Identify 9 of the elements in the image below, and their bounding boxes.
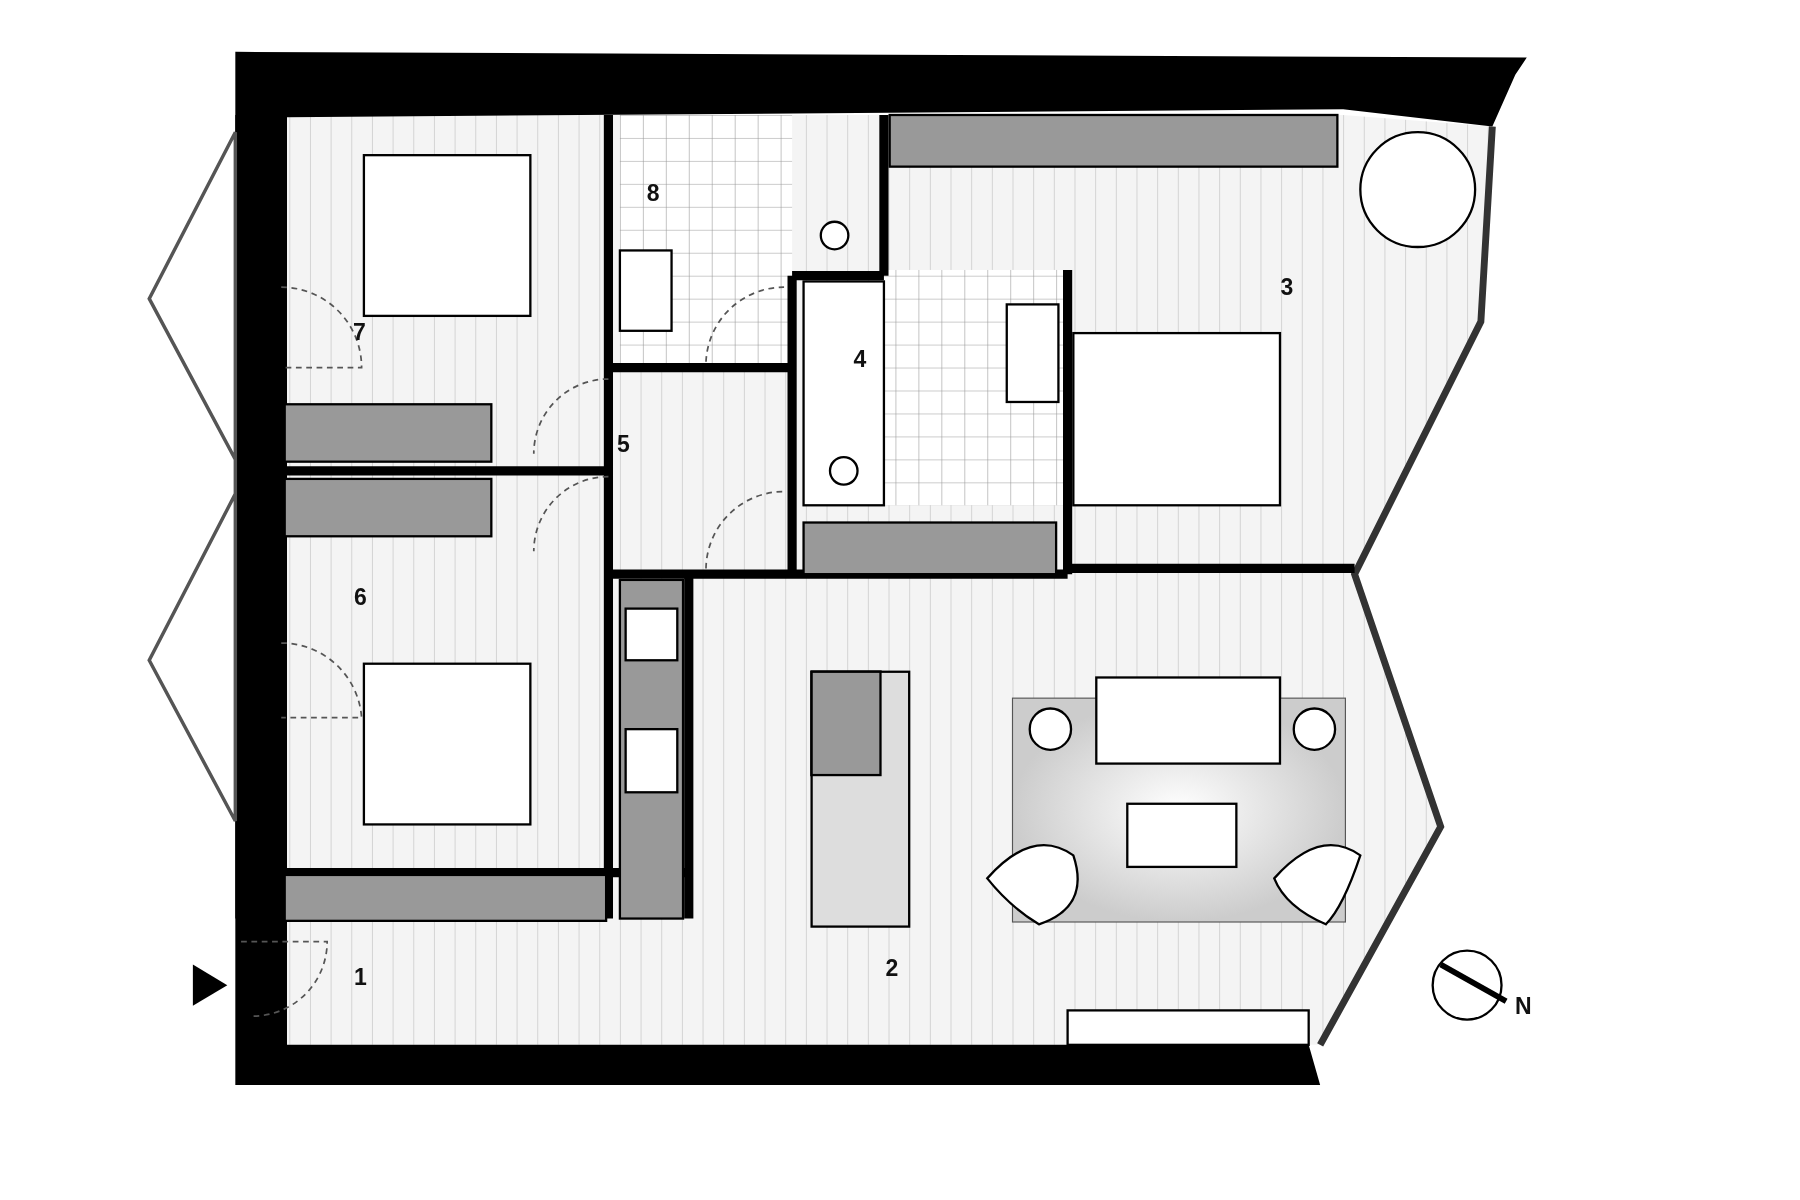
room-number: 2	[885, 956, 899, 980]
room-number: 7	[352, 320, 366, 344]
room-number: 8	[646, 181, 660, 205]
room-number: 1	[354, 965, 367, 989]
room-number: 6	[354, 585, 367, 609]
room-number: 3	[1280, 275, 1294, 299]
room-number: 4	[853, 347, 867, 371]
north-label: N	[1515, 994, 1532, 1018]
room-number: 5	[616, 432, 630, 456]
